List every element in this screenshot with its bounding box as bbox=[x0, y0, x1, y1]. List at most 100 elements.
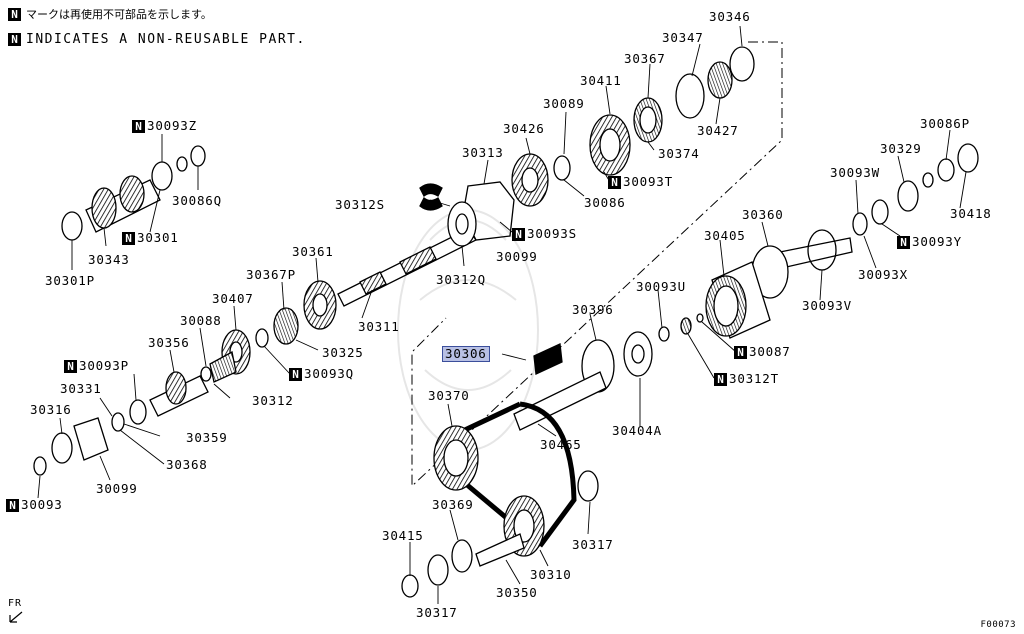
part-label-30370[interactable]: 30370 bbox=[428, 389, 470, 403]
part-label-30347[interactable]: 30347 bbox=[662, 31, 704, 45]
part-label-30099[interactable]: 30099 bbox=[496, 250, 538, 264]
part-code: 30093P bbox=[79, 358, 129, 373]
part-label-30361[interactable]: 30361 bbox=[292, 245, 334, 259]
part-label-30312S[interactable]: 30312S bbox=[335, 198, 385, 212]
part-label-30301P[interactable]: 30301P bbox=[45, 274, 95, 288]
part-label-30310[interactable]: 30310 bbox=[530, 568, 572, 582]
part-code: 30331 bbox=[60, 381, 102, 396]
part-label-30427[interactable]: 30427 bbox=[697, 124, 739, 138]
part-code: 30087 bbox=[749, 344, 791, 359]
leader-lines bbox=[37, 25, 967, 604]
part-label-30316[interactable]: 30316 bbox=[30, 403, 72, 417]
part-code: 30343 bbox=[88, 252, 130, 267]
part-label-30426[interactable]: 30426 bbox=[503, 122, 545, 136]
ring-30427 bbox=[707, 61, 733, 99]
part-label-30312Q[interactable]: 30312Q bbox=[436, 273, 486, 287]
part-label-30374[interactable]: 30374 bbox=[658, 147, 700, 161]
part-label-30086[interactable]: 30086 bbox=[584, 196, 626, 210]
part-label-30089[interactable]: 30089 bbox=[543, 97, 585, 111]
part-label-30086Q[interactable]: 30086Q bbox=[172, 194, 222, 208]
part-label-30367[interactable]: 30367 bbox=[624, 52, 666, 66]
part-label-30313[interactable]: 30313 bbox=[462, 146, 504, 160]
part-label-30099-lower[interactable]: 30099 bbox=[96, 482, 138, 496]
part-code: 30360 bbox=[742, 207, 784, 222]
non-reusable-mark: N bbox=[6, 498, 19, 512]
part-label-30317-lower[interactable]: 30317 bbox=[416, 606, 458, 620]
part-label-30418[interactable]: 30418 bbox=[950, 207, 992, 221]
part-label-30359[interactable]: 30359 bbox=[186, 431, 228, 445]
part-code: 30312 bbox=[252, 393, 294, 408]
part-code: 30418 bbox=[950, 206, 992, 221]
part-label-30411[interactable]: 30411 bbox=[580, 74, 622, 88]
part-label-30088[interactable]: 30088 bbox=[180, 314, 222, 328]
part-code: 30312T bbox=[729, 371, 779, 386]
part-code: 30093X bbox=[858, 267, 908, 282]
part-label-30343[interactable]: 30343 bbox=[88, 253, 130, 267]
part-label-30331[interactable]: 30331 bbox=[60, 382, 102, 396]
part-code: 30089 bbox=[543, 96, 585, 111]
needle-30312 bbox=[209, 351, 237, 383]
part-label-30404A[interactable]: 30404A bbox=[612, 424, 662, 438]
non-reusable-mark: N bbox=[64, 359, 77, 373]
front-marker: FR bbox=[8, 598, 23, 609]
part-code: 30086 bbox=[584, 195, 626, 210]
part-label-30093U[interactable]: 30093U bbox=[636, 280, 686, 294]
part-label-30311[interactable]: 30311 bbox=[358, 320, 400, 334]
part-label-30356[interactable]: 30356 bbox=[148, 336, 190, 350]
part-label-30368[interactable]: 30368 bbox=[166, 458, 208, 472]
part-label-30306-selected[interactable]: 30306 bbox=[442, 346, 490, 362]
part-code: 30312Q bbox=[436, 272, 486, 287]
part-label-30360[interactable]: 30360 bbox=[742, 208, 784, 222]
non-reusable-mark: N bbox=[714, 372, 727, 386]
part-code: 30099 bbox=[96, 481, 138, 496]
part-label-30405[interactable]: 30405 bbox=[704, 229, 746, 243]
part-label-30093X[interactable]: 30093X bbox=[858, 268, 908, 282]
part-label-30093V[interactable]: 30093V bbox=[802, 299, 852, 313]
part-code: 30367P bbox=[246, 267, 296, 282]
part-label-30086P[interactable]: 30086P bbox=[920, 117, 970, 131]
part-code: 30093Z bbox=[147, 118, 197, 133]
part-label-30325[interactable]: 30325 bbox=[322, 346, 364, 360]
part-code: 30427 bbox=[697, 123, 739, 138]
part-label-30465[interactable]: 30465 bbox=[540, 438, 582, 452]
non-reusable-mark: N bbox=[8, 33, 21, 46]
part-code: 30093 bbox=[21, 497, 63, 512]
part-code: 30350 bbox=[496, 585, 538, 600]
part-label-30093W[interactable]: 30093W bbox=[830, 166, 880, 180]
part-label-30407[interactable]: 30407 bbox=[212, 292, 254, 306]
part-label-30317-upper[interactable]: 30317 bbox=[572, 538, 614, 552]
ring-30093u bbox=[658, 326, 670, 342]
output-shaft-30360 bbox=[779, 237, 853, 269]
ring-30086 bbox=[553, 155, 571, 181]
ring-30093x bbox=[871, 199, 889, 225]
part-label-30312[interactable]: 30312 bbox=[252, 394, 294, 408]
part-code: 30347 bbox=[662, 30, 704, 45]
part-label-30350[interactable]: 30350 bbox=[496, 586, 538, 600]
part-label-30346[interactable]: 30346 bbox=[709, 10, 751, 24]
part-label-30415[interactable]: 30415 bbox=[382, 529, 424, 543]
part-code: 30088 bbox=[180, 313, 222, 328]
part-code: 30093T bbox=[623, 174, 673, 189]
seal-30418 bbox=[957, 143, 979, 173]
sleeve-30465 bbox=[513, 371, 607, 431]
part-label-30329[interactable]: 30329 bbox=[880, 142, 922, 156]
part-code: 30411 bbox=[580, 73, 622, 88]
part-label-30369[interactable]: 30369 bbox=[432, 498, 474, 512]
part-code: 30313 bbox=[462, 145, 504, 160]
part-label-30396[interactable]: 30396 bbox=[572, 303, 614, 317]
bushing-30306 bbox=[533, 343, 563, 375]
part-label-30367P[interactable]: 30367P bbox=[246, 268, 296, 282]
bearing-30317-lower bbox=[427, 554, 449, 586]
ring-30415 bbox=[401, 574, 419, 598]
